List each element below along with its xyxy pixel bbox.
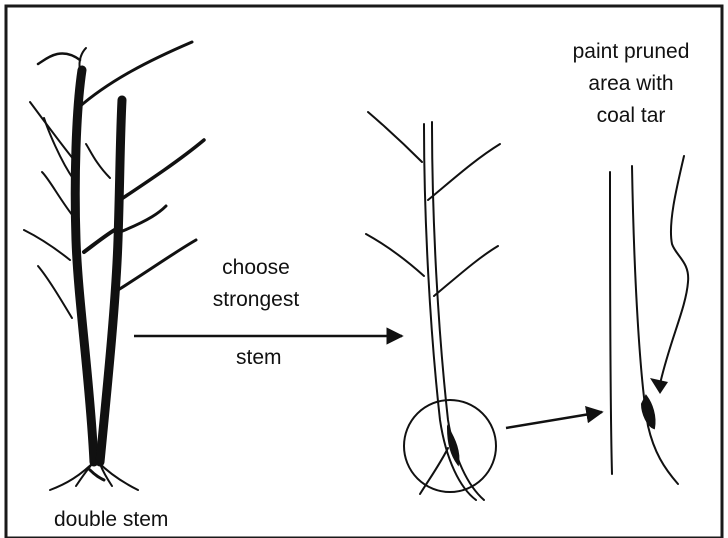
single-stem-tree	[366, 112, 500, 500]
stem-two	[100, 100, 122, 462]
pointer-arrowhead	[650, 378, 668, 394]
label-paint-pruned: paint pruned	[546, 40, 716, 64]
pointer-line	[660, 156, 688, 384]
label-choose: choose	[196, 256, 316, 280]
stem-one	[75, 70, 94, 462]
detail-trunk-right	[632, 166, 678, 484]
label-stem: stem	[236, 346, 282, 370]
detail-trunk	[610, 156, 688, 484]
arrow-to-detail	[506, 412, 602, 428]
detail-trunk-left	[610, 172, 612, 474]
label-coal-tar: coal tar	[546, 104, 716, 128]
coal-tar-patch	[642, 396, 655, 428]
label-area-with: area with	[546, 72, 716, 96]
double-stem-tree	[24, 42, 204, 490]
label-double-stem: double stem	[54, 508, 168, 532]
single-stem-right	[432, 122, 484, 500]
label-strongest: strongest	[196, 288, 316, 312]
